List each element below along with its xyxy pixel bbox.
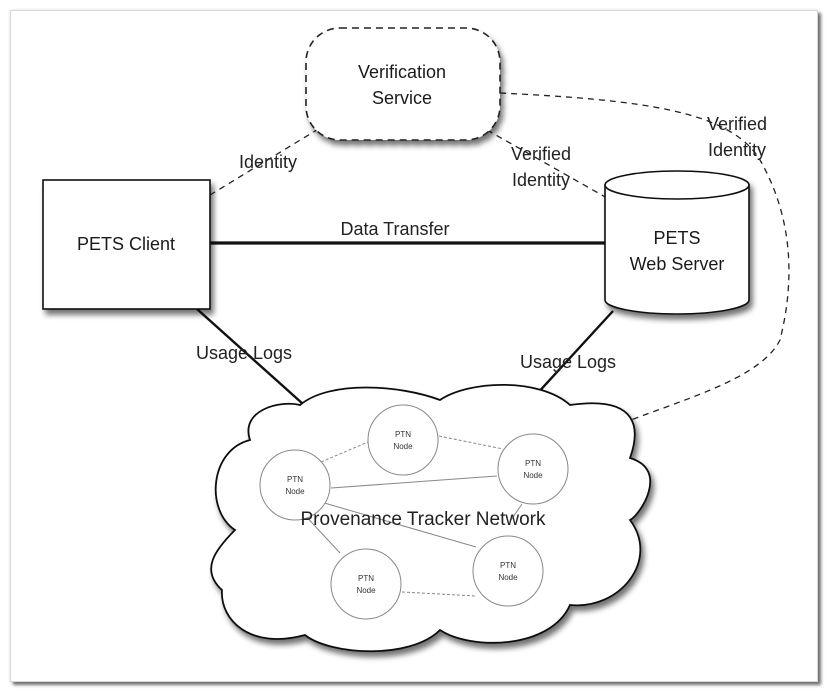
edge-label-verified-identity-network-1: Verified: [707, 114, 767, 134]
edge-label-verified-identity-server-1: Verified: [511, 144, 571, 164]
ptn-node-top[interactable]: PTN Node: [367, 404, 439, 476]
edge-label-identity: Identity: [239, 152, 297, 172]
ptn-node-right[interactable]: PTN Node: [497, 433, 569, 505]
edge-verified-identity-network: [499, 92, 790, 429]
ptn-node-bottom-left[interactable]: PTN Node: [330, 548, 402, 620]
edge-label-data-transfer: Data Transfer: [340, 219, 449, 239]
ptn-node-bottom-right[interactable]: PTN Node: [472, 535, 544, 607]
edge-usage-logs-server: [534, 310, 614, 397]
ptn-node-label-1: PTN: [287, 475, 303, 484]
ptn-node-label-2: Node: [356, 586, 376, 595]
ptn-link: [510, 503, 523, 521]
ptn-node-label-2: Node: [523, 471, 543, 480]
edge-label-usage-logs-server: Usage Logs: [520, 352, 616, 372]
provenance-tracker-network-label: Provenance Tracker Network: [301, 509, 546, 530]
edge-usage-logs-client: [196, 308, 304, 405]
ptn-links: [300, 435, 523, 597]
verification-service-label-1: Verification: [358, 62, 446, 82]
ptn-link: [438, 435, 504, 450]
pets-web-server-node[interactable]: [604, 170, 750, 315]
edge-verified-identity-server: [486, 129, 608, 199]
ptn-node-label-1: PTN: [525, 459, 541, 468]
ptn-node-label-1: PTN: [395, 430, 411, 439]
ptn-link: [330, 475, 498, 489]
ptn-link: [401, 591, 477, 597]
verification-service-label-2: Service: [372, 88, 432, 108]
pets-client-node[interactable]: [42, 179, 211, 310]
ptn-link: [320, 441, 369, 463]
ptn-node-left[interactable]: PTN Node: [259, 449, 331, 521]
pets-web-server-label-1: PETS: [653, 228, 700, 248]
verification-service-node[interactable]: [305, 27, 501, 141]
ptn-node-label-1: PTN: [500, 561, 516, 570]
ptn-node-label-1: PTN: [358, 574, 374, 583]
ptn-link: [320, 501, 477, 548]
edge-label-verified-identity-network-2: Identity: [708, 140, 766, 160]
pets-client-label: PETS Client: [77, 234, 175, 254]
ptn-node-label-2: Node: [393, 442, 413, 451]
edge-label-verified-identity-server-2: Identity: [512, 170, 570, 190]
ptn-node-label-2: Node: [285, 487, 305, 496]
pets-web-server-label-2: Web Server: [630, 254, 725, 274]
ptn-node-label-2: Node: [498, 573, 518, 582]
edge-label-usage-logs-client: Usage Logs: [196, 343, 292, 363]
